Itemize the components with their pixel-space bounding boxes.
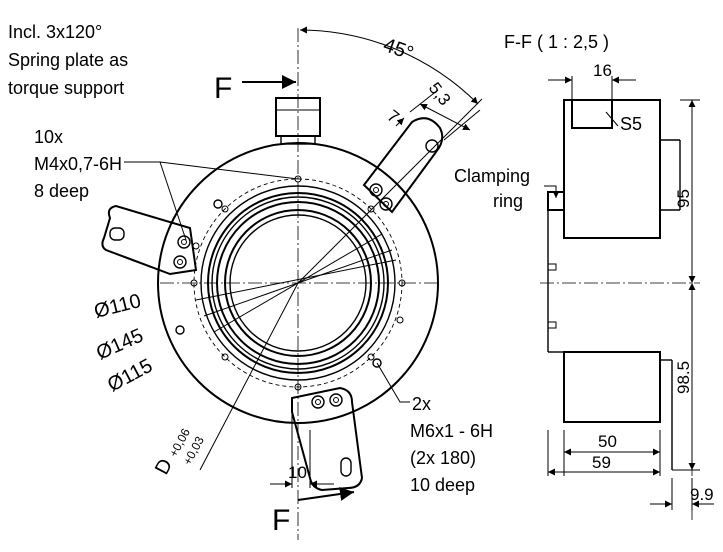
ring-outer-circle bbox=[200, 185, 396, 381]
dim-5-3: 5,3 bbox=[425, 79, 455, 109]
m6-note-3: (2x 180) bbox=[410, 448, 476, 468]
bore-leader bbox=[199, 282, 299, 471]
dim-98-5: 98.5 bbox=[674, 361, 693, 394]
dim-7: 7 bbox=[384, 106, 403, 127]
m4-note-2: M4x0,7-6H bbox=[34, 154, 122, 174]
m4-leader-2 bbox=[159, 161, 187, 241]
m6-note-2: M6x1 - 6H bbox=[410, 421, 493, 441]
connector bbox=[275, 97, 321, 145]
dim-bore: D bbox=[151, 455, 177, 478]
cut-mark-top: F bbox=[214, 72, 232, 105]
s5-label: S5 bbox=[620, 114, 642, 134]
bore-circle bbox=[224, 209, 372, 357]
m6-hole-left bbox=[213, 199, 223, 209]
outer-housing-circle bbox=[157, 142, 439, 424]
dim-50: 50 bbox=[598, 432, 617, 451]
m4-note-1: 10x bbox=[34, 127, 63, 147]
spring-plate-note-2: Spring plate as bbox=[8, 50, 128, 70]
dim-10: 10 bbox=[288, 463, 307, 482]
hole-pattern-circle bbox=[193, 178, 403, 388]
angle-dimension: 45° bbox=[380, 34, 416, 65]
front-view bbox=[101, 26, 483, 540]
m6-leader bbox=[376, 362, 410, 403]
ring-circle-3 bbox=[211, 196, 385, 370]
spring-plate-left bbox=[101, 204, 198, 276]
spring-plate-note-1: Incl. 3x120° bbox=[8, 22, 102, 42]
dim-phi115: Ø115 bbox=[104, 355, 156, 397]
spring-plate-upper-right bbox=[362, 117, 444, 214]
dim-phi110: Ø110 bbox=[92, 290, 143, 323]
m6-note-4: 10 deep bbox=[410, 475, 475, 495]
m6-hole-lower-left bbox=[175, 325, 185, 335]
m6-note-1: 2x bbox=[412, 394, 431, 414]
clamping-label-1: Clamping bbox=[454, 166, 530, 186]
m4-leader-1 bbox=[124, 161, 299, 180]
cut-arrow-bottom[interactable] bbox=[297, 487, 355, 501]
m4-note-3: 8 deep bbox=[34, 181, 89, 201]
dim-9-9: 9.9 bbox=[690, 485, 714, 504]
clamping-label-2: ring bbox=[493, 191, 523, 211]
section-title: F-F ( 1 : 2,5 ) bbox=[504, 32, 609, 52]
m4-thread-holes bbox=[190, 175, 406, 391]
section-lower-block bbox=[563, 351, 661, 423]
section-view bbox=[540, 76, 714, 520]
ring-circle-4 bbox=[216, 201, 380, 365]
m6-hole-right bbox=[372, 358, 382, 368]
bore-inner-circle bbox=[229, 214, 367, 352]
dim-59: 59 bbox=[592, 453, 611, 472]
ring-circle-2 bbox=[207, 192, 389, 374]
spring-plate-note-3: torque support bbox=[8, 78, 124, 98]
cut-mark-bottom: F bbox=[272, 504, 290, 537]
dim-16: 16 bbox=[593, 61, 612, 80]
angle-arc bbox=[299, 26, 479, 105]
dim-95: 95 bbox=[674, 189, 693, 208]
